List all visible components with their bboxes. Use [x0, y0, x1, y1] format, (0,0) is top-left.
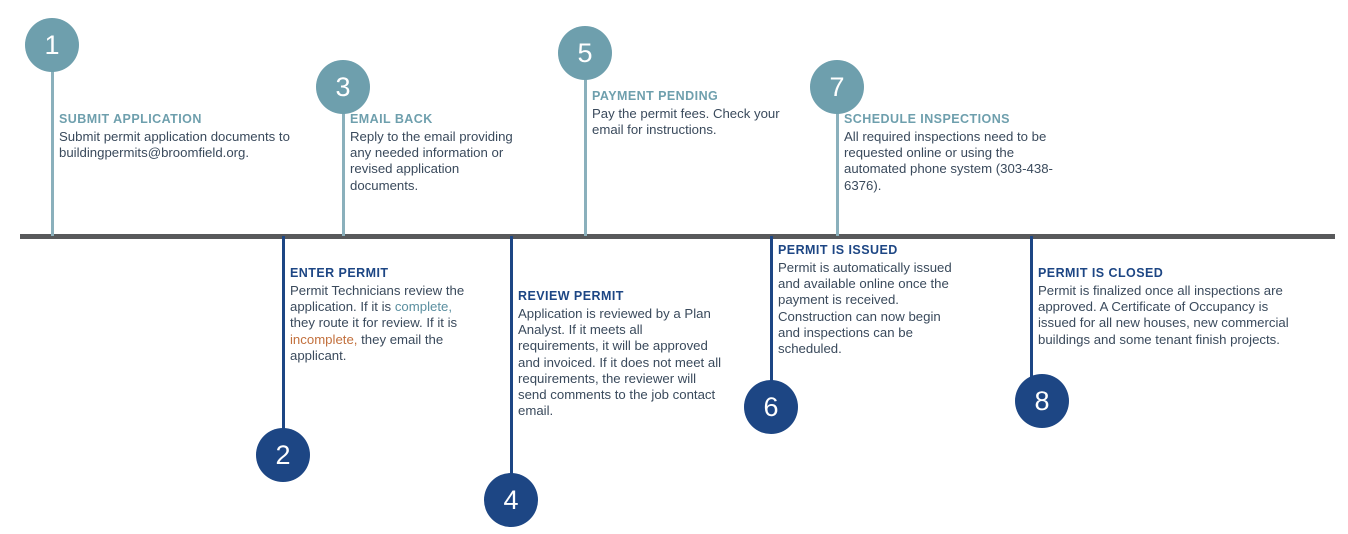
step-5-heading: PAYMENT PENDING [592, 89, 719, 103]
step-5-stem [584, 58, 587, 236]
step-8-text-block: PERMIT IS CLOSED Permit is finalized onc… [1038, 266, 1294, 348]
step-5-number-circle: 5 [558, 26, 612, 80]
step-5-number: 5 [577, 37, 593, 68]
step-7-stem [836, 92, 839, 236]
step-1-body: Submit permit application documents to b… [59, 129, 290, 161]
step-5-text-block: PAYMENT PENDING Pay the permit fees. Che… [592, 89, 784, 138]
step-2-body-suffix: they email the applicant. [290, 331, 444, 363]
step-5-body: Pay the permit fees. Check your email fo… [592, 106, 780, 138]
step-2-text-block: ENTER PERMIT Permit Technicians review t… [290, 266, 476, 364]
step-3-number: 3 [335, 71, 351, 102]
step-2-number: 2 [275, 439, 291, 470]
step-7-text-block: SCHEDULE INSPECTIONS All required inspec… [844, 112, 1059, 194]
step-2-body-prefix: Permit Technicians review the applicatio… [290, 283, 465, 315]
step-1-heading: SUBMIT APPLICATION [59, 112, 202, 126]
step-8-body: Permit is finalized once all inspections… [1038, 283, 1289, 347]
step-2-stem [282, 236, 285, 440]
step-4-text-block: REVIEW PERMIT Application is reviewed by… [518, 289, 723, 419]
step-2-heading: ENTER PERMIT [290, 266, 389, 280]
step-7-number: 7 [829, 71, 845, 102]
step-7-heading: SCHEDULE INSPECTIONS [844, 112, 1010, 126]
step-4-number: 4 [503, 484, 519, 515]
step-6-stem [770, 236, 773, 392]
step-3-body: Reply to the email providing any needed … [350, 129, 513, 193]
step-3-stem [342, 92, 345, 236]
step-6-text-block: PERMIT IS ISSUED Permit is automatically… [778, 243, 956, 357]
step-8-stem [1030, 236, 1033, 386]
step-4-heading: REVIEW PERMIT [518, 289, 624, 303]
step-7-body: All required inspections need to be requ… [844, 129, 1053, 193]
step-6-heading: PERMIT IS ISSUED [778, 243, 898, 257]
step-7-number-circle: 7 [810, 60, 864, 114]
step-2-body: Permit Technicians review the applicatio… [290, 283, 476, 364]
step-6-body: Permit is automatically issued and avail… [778, 260, 952, 357]
step-1-number: 1 [44, 29, 60, 60]
step-6-number: 6 [763, 391, 779, 422]
step-1-text-block: SUBMIT APPLICATION Submit permit applica… [59, 112, 294, 161]
step-2-highlight-incomplete: incomplete, [290, 331, 358, 347]
step-4-stem [510, 236, 513, 485]
step-2-body-middle: they route it for review. If it is [290, 315, 458, 331]
step-2-highlight-complete: complete, [394, 299, 453, 315]
step-1-stem [51, 50, 54, 236]
step-8-heading: PERMIT IS CLOSED [1038, 266, 1164, 280]
step-3-number-circle: 3 [316, 60, 370, 114]
step-3-text-block: EMAIL BACK Reply to the email providing … [350, 112, 530, 194]
step-2-number-circle: 2 [256, 428, 310, 482]
timeline-axis [20, 234, 1335, 239]
step-3-heading: EMAIL BACK [350, 112, 433, 126]
step-4-body: Application is reviewed by a Plan Analys… [518, 306, 722, 419]
step-6-number-circle: 6 [744, 380, 798, 434]
step-4-number-circle: 4 [484, 473, 538, 527]
step-8-number: 8 [1034, 385, 1050, 416]
step-8-number-circle: 8 [1015, 374, 1069, 428]
step-1-number-circle: 1 [25, 18, 79, 72]
